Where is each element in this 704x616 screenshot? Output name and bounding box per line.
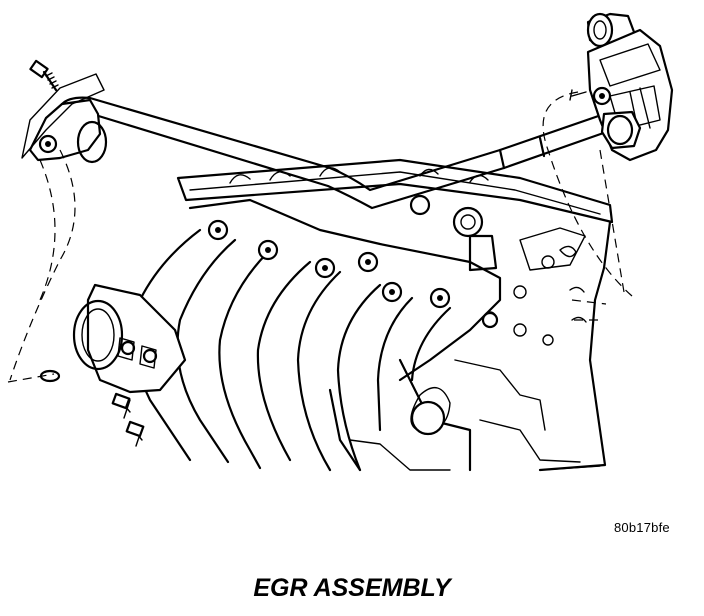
intake-manifold-icon — [72, 198, 502, 472]
egr-assembly-illustration — [7, 12, 674, 472]
bolt-icon — [29, 59, 59, 92]
leader-lines — [7, 91, 633, 383]
egr-valve-icon — [569, 12, 674, 162]
figure-caption: EGR ASSEMBLY — [253, 574, 451, 602]
egr-tube-icon — [21, 73, 634, 210]
figure-code: 80b17bfe — [614, 520, 670, 535]
cylinder-head-icon — [176, 158, 614, 472]
gasket-icon — [39, 369, 61, 383]
